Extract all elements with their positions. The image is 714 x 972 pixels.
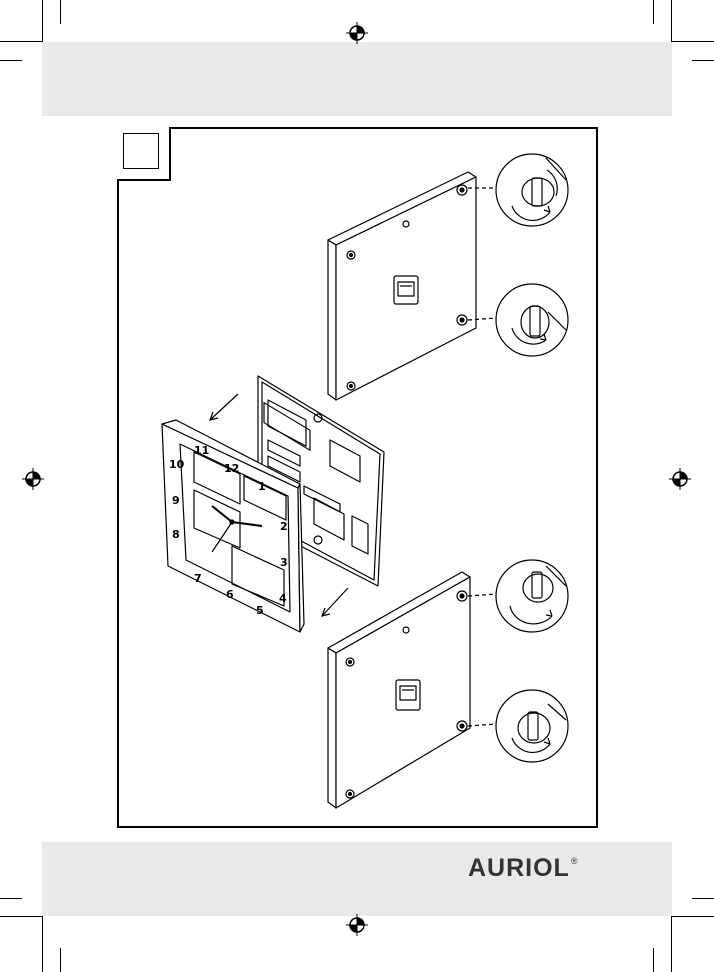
numeral-2: 2 <box>280 520 288 533</box>
numeral-9: 9 <box>172 494 180 507</box>
numeral-1: 1 <box>258 480 266 493</box>
brand-name: AURIOL <box>468 854 570 883</box>
detail-circle-lower-1 <box>468 560 568 632</box>
upper-panel <box>328 172 476 400</box>
lower-panel <box>328 572 470 808</box>
numeral-3: 3 <box>280 556 288 569</box>
registered-mark: ® <box>571 856 579 866</box>
detail-circle-lower-2 <box>468 690 568 762</box>
brand-logo: AURIOL ® <box>468 854 578 884</box>
numeral-11: 11 <box>194 444 209 457</box>
detail-circle-upper-2 <box>468 284 568 356</box>
numeral-12: 12 <box>224 462 239 475</box>
numeral-10: 10 <box>169 458 185 471</box>
numeral-6: 6 <box>226 588 234 601</box>
numeral-7: 7 <box>194 572 202 585</box>
detail-circle-upper-1 <box>468 154 568 226</box>
numeral-8: 8 <box>172 528 180 541</box>
numeral-4: 4 <box>279 592 287 605</box>
numeral-5: 5 <box>256 604 264 617</box>
